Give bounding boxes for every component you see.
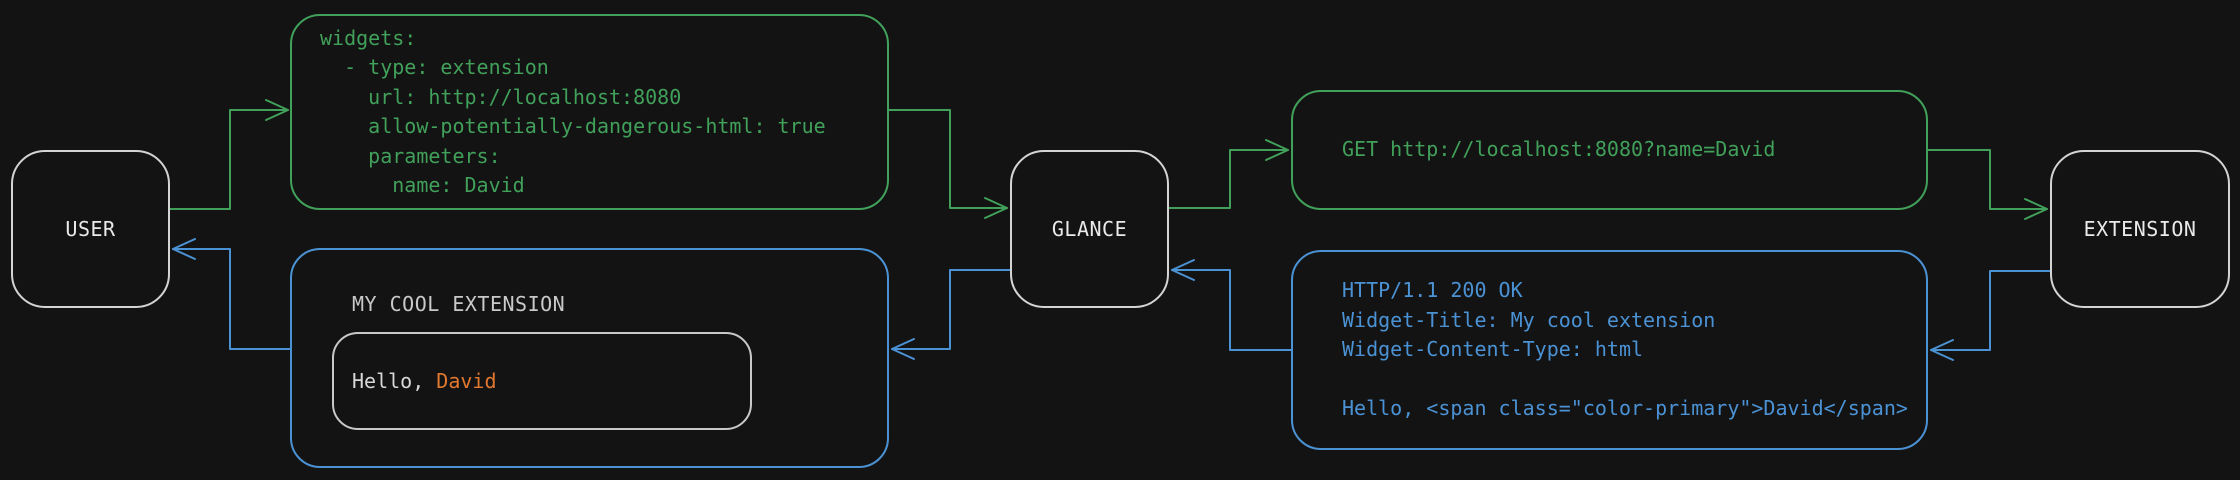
node-user-label: USER [65, 217, 116, 241]
node-extension-label: EXTENSION [2083, 217, 2197, 241]
arrow-config-to-glance [888, 109, 1008, 219]
greeting-name: David [436, 369, 497, 393]
widget-greeting-box: Hello, David [332, 332, 752, 430]
http-request-code: GET http://localhost:8080?name=David [1342, 137, 1776, 162]
arrow-glance-to-widget [891, 269, 1011, 360]
config-yaml-box: widgets: - type: extension url: http://l… [290, 14, 889, 210]
http-response-code: HTTP/1.1 200 OK Widget-Title: My cool ex… [1342, 278, 1908, 421]
node-glance: GLANCE [1010, 150, 1169, 308]
greeting-prefix: Hello, [352, 369, 437, 393]
http-response-box: HTTP/1.1 200 OK Widget-Title: My cool ex… [1291, 250, 1928, 450]
arrow-request-to-extension [1927, 149, 2048, 220]
node-glance-label: GLANCE [1051, 217, 1128, 241]
widget-title: MY COOL EXTENSION [352, 292, 566, 316]
widget-preview-box: MY COOL EXTENSION Hello, David [290, 248, 889, 468]
node-extension: EXTENSION [2050, 150, 2230, 308]
arrow-widget-to-user [172, 238, 291, 350]
arrow-extension-to-response [1930, 270, 2051, 361]
http-request-box: GET http://localhost:8080?name=David [1291, 90, 1928, 210]
node-user: USER [11, 150, 170, 308]
arrow-glance-to-request [1168, 139, 1289, 209]
config-yaml-code: widgets: - type: extension url: http://l… [320, 25, 826, 198]
arrow-user-to-config [169, 99, 289, 210]
arrow-response-to-glance [1171, 259, 1292, 351]
